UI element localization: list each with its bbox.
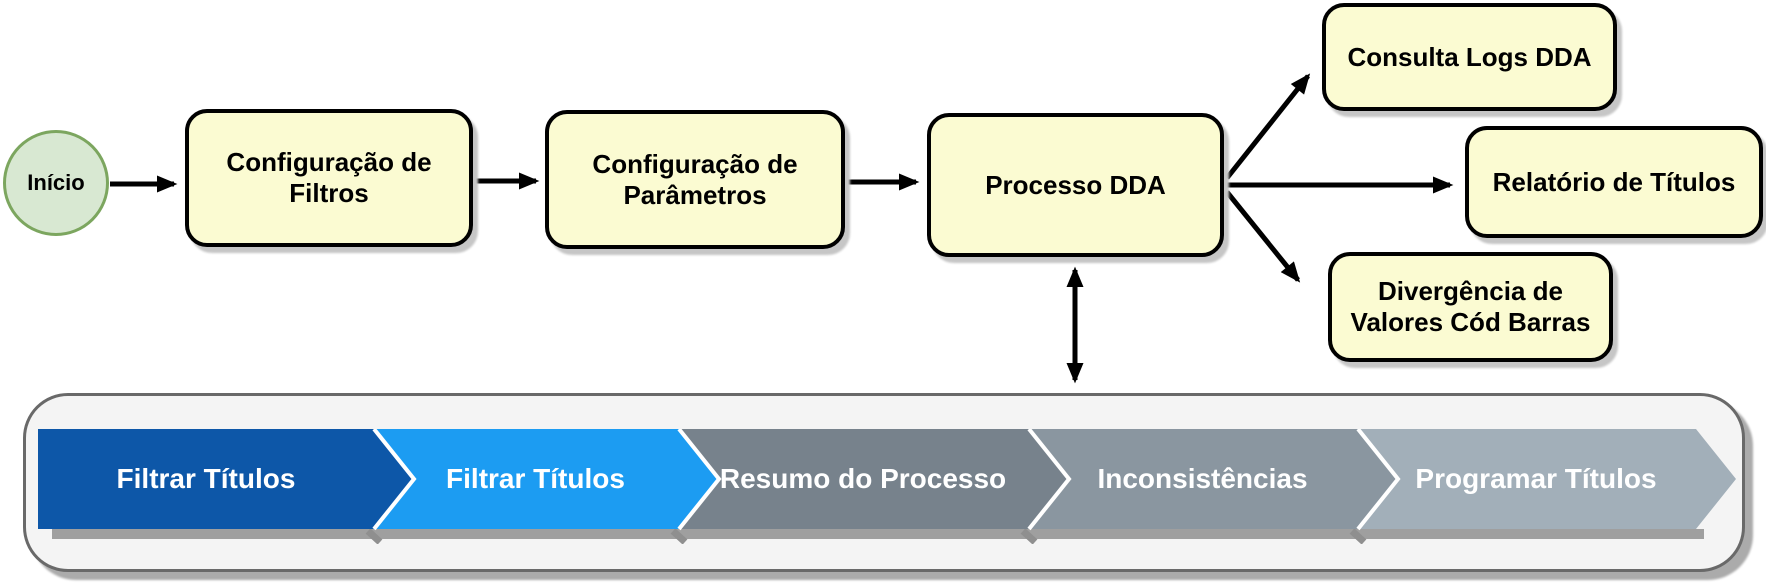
start-node-label: Início [27, 170, 85, 195]
chevron-step-filtrar-titulos-1 [38, 429, 414, 529]
node-label: Configuração de Filtros [226, 147, 432, 208]
node-label: Divergência de Valores Cód Barras [1350, 276, 1591, 337]
node-consulta-logs-dda: Consulta Logs DDA [1322, 3, 1617, 111]
chevron-band [38, 429, 1736, 544]
node-label: Relatório de Títulos [1492, 166, 1736, 197]
node-relatorio-de-titulos: Relatório de Títulos [1465, 126, 1763, 238]
chevron-step-inconsistencias [1029, 429, 1398, 529]
node-configuracao-filtros: Configuração de Filtros [185, 109, 473, 247]
node-label: Processo DDA [985, 169, 1166, 200]
node-label: Consulta Logs DDA [1347, 41, 1592, 72]
chevron-step-filtrar-titulos-2 [374, 429, 719, 529]
chevron-step-programar-titulos [1358, 429, 1736, 529]
arrow-processo-to-consulta [1225, 73, 1311, 180]
chevron-step-resumo-do-processo [679, 429, 1069, 529]
node-configuracao-parametros: Configuração de Parâmetros [545, 110, 845, 249]
chevron-shadow-ticks [365, 528, 1367, 544]
chevron-separators [372, 429, 1401, 531]
start-node: Início [3, 130, 109, 236]
node-divergencia-valores-cod-barras: Divergência de Valores Cód Barras [1328, 252, 1613, 362]
node-label: Configuração de Parâmetros [592, 148, 798, 210]
chevron-shadow-strip [52, 529, 1704, 539]
node-processo-dda: Processo DDA [927, 113, 1224, 257]
arrow-processo-to-divergencia [1225, 190, 1301, 283]
steps-panel: Filtrar Títulos Filtrar Títulos Resumo d… [23, 393, 1745, 572]
